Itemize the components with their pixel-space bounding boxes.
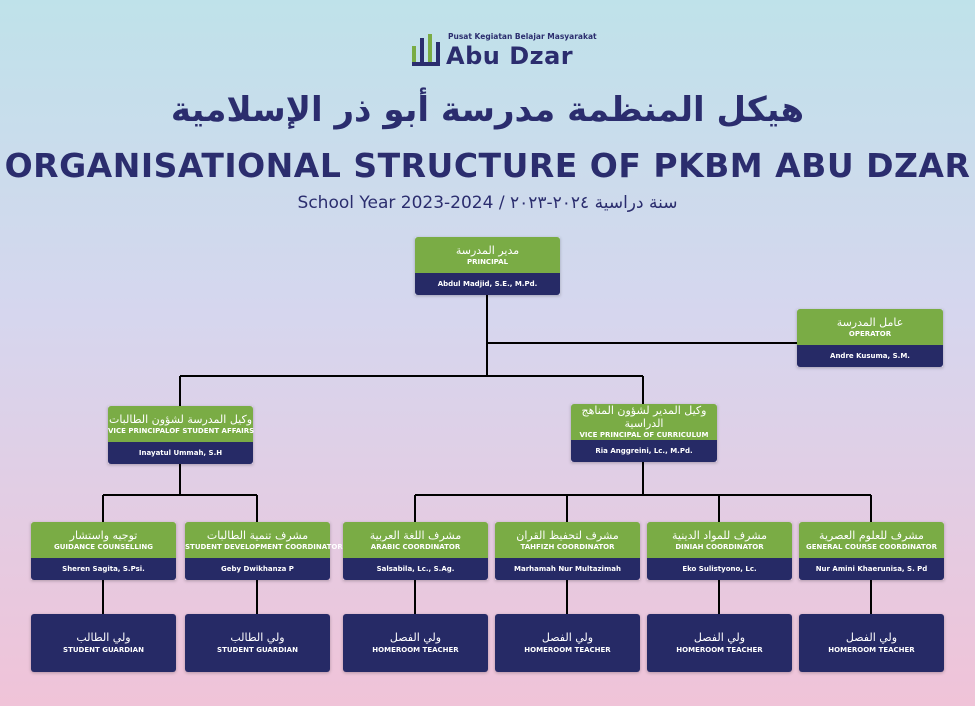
coordinator-role-en: DINIAH COORDINATOR [675, 542, 764, 551]
operator-role-ar: عامل المدرسة [836, 315, 904, 329]
principal-person: Abdul Madjid, S.E., M.Pd. [415, 273, 560, 295]
vp-curriculum-role-ar: وكيل المدير لشؤون المناهج الدراسية [581, 404, 707, 430]
coordinator-role-ar: توجيه واستشار [69, 528, 138, 542]
leaf-box-homeroom-teacher: ولي الفصل HOMEROOM TEACHER [799, 614, 944, 672]
coordinator-person: Geby Dwikhanza P [185, 558, 330, 580]
logo: Pusat Kegiatan Belajar Masyarakat Abu Dz… [410, 30, 597, 74]
vp-student-person: Inayatul Ummah, S.H [108, 442, 253, 464]
coordinator-role: مشرف لتحفيظ القران TAHFIZH COORDINATOR [495, 522, 640, 558]
operator-role: عامل المدرسة OPERATOR [797, 309, 943, 345]
leaf-box-student-guardian: ولي الطالب STUDENT GUARDIAN [185, 614, 330, 672]
coordinator-role-en: STUDENT DEVELOPMENT COORDINATOR [185, 542, 343, 551]
vp-curriculum-role-en: VICE PRINCIPAL OF CURRICULUM [579, 431, 709, 439]
coordinator-role-ar: مشرف تنمية الطالبات [206, 528, 309, 542]
leaf-box-student-guardian: ولي الطالب STUDENT GUARDIAN [31, 614, 176, 672]
coordinator-role: توجيه واستشار GUIDANCE COUNSELLING [31, 522, 176, 558]
coordinator-person: Salsabila, Lc., S.Ag. [343, 558, 488, 580]
coordinator-person: Nur Amini Khaerunisa, S. Pd [799, 558, 944, 580]
coordinator-role-ar: مشرف للعلوم العصرية [819, 528, 924, 542]
leaf-box-homeroom-teacher: ولي الفصل HOMEROOM TEACHER [647, 614, 792, 672]
leaf-label-ar: ولي الطالب [230, 630, 285, 644]
coordinator-role-en: ARABIC COORDINATOR [370, 542, 461, 551]
coordinator-box-general-course: مشرف للعلوم العصرية GENERAL COURSE COORD… [799, 522, 944, 580]
coordinator-role-en: GUIDANCE COUNSELLING [53, 542, 154, 551]
coordinator-role: مشرف تنمية الطالبات STUDENT DEVELOPMENT … [185, 522, 343, 558]
principal-role-ar: مدير المدرسة [455, 243, 520, 257]
operator-box: عامل المدرسة OPERATOR Andre Kusuma, S.M. [797, 309, 943, 367]
operator-person: Andre Kusuma, S.M. [797, 345, 943, 367]
vp-student-box: وكيل المدرسة لشؤون الطالبات VICE PRINCIP… [108, 406, 255, 464]
vp-student-role-en: VICE PRINCIPALOF STUDENT AFFAIRS [108, 426, 255, 435]
leaf-label-en: HOMEROOM TEACHER [524, 645, 611, 654]
principal-box: مدير المدرسة PRINCIPAL Abdul Madjid, S.E… [415, 237, 560, 295]
coordinator-box-arabic: مشرف اللغة العربية ARABIC COORDINATOR Sa… [343, 522, 488, 580]
coordinator-role: مشرف للعلوم العصرية GENERAL COURSE COORD… [799, 522, 944, 558]
logo-tagline: Pusat Kegiatan Belajar Masyarakat [448, 32, 597, 41]
coordinator-box-guidance: توجيه واستشار GUIDANCE COUNSELLING Shere… [31, 522, 176, 580]
logo-name: Abu Dzar [446, 42, 574, 70]
vp-curriculum-box: وكيل المدير لشؤون المناهج الدراسية VICE … [571, 404, 717, 462]
principal-role: مدير المدرسة PRINCIPAL [415, 237, 560, 273]
coordinator-role-ar: مشرف للمواد الدينية [672, 528, 767, 542]
coordinator-person: Eko Sulistyono, Lc. [647, 558, 792, 580]
leaf-label-ar: ولي الطالب [76, 630, 131, 644]
coordinator-person: Marhamah Nur Multazimah [495, 558, 640, 580]
leaf-label-en: HOMEROOM TEACHER [372, 645, 459, 654]
vp-curriculum-role: وكيل المدير لشؤون المناهج الدراسية VICE … [571, 404, 717, 440]
leaf-label-en: HOMEROOM TEACHER [828, 645, 915, 654]
coordinator-role-en: TAHFIZH COORDINATOR [520, 542, 615, 551]
vp-student-role-ar: وكيل المدرسة لشؤون الطالبات [108, 412, 253, 426]
title-english: ORGANISATIONAL STRUCTURE OF PKBM ABU DZA… [4, 146, 971, 185]
leaf-box-homeroom-teacher: ولي الفصل HOMEROOM TEACHER [495, 614, 640, 672]
operator-role-en: OPERATOR [848, 329, 892, 338]
coordinator-person: Sheren Sagita, S.Psi. [31, 558, 176, 580]
leaf-label-en: HOMEROOM TEACHER [676, 645, 763, 654]
leaf-box-homeroom-teacher: ولي الفصل HOMEROOM TEACHER [343, 614, 488, 672]
vp-curriculum-person: Ria Anggreini, Lc., M.Pd. [571, 440, 717, 462]
coordinator-box-diniah: مشرف للمواد الدينية DINIAH COORDINATOR E… [647, 522, 792, 580]
coordinator-role: مشرف للمواد الدينية DINIAH COORDINATOR [647, 522, 792, 558]
coordinator-role: مشرف اللغة العربية ARABIC COORDINATOR [343, 522, 488, 558]
coordinator-role-en: GENERAL COURSE COORDINATOR [806, 542, 937, 551]
coordinator-role-ar: مشرف لتحفيظ القران [516, 528, 619, 542]
leaf-label-en: STUDENT GUARDIAN [63, 645, 144, 654]
leaf-label-ar: ولي الفصل [541, 630, 594, 644]
subtitle: School Year 2023-2024 / سنة دراسية ٢٠٢٤-… [297, 193, 678, 213]
coordinator-role-ar: مشرف اللغة العربية [369, 528, 462, 542]
leaf-label-ar: ولي الفصل [389, 630, 442, 644]
title-arabic: هيكل المنظمة مدرسة أبو ذر الإسلامية [170, 90, 805, 130]
leaf-label-ar: ولي الفصل [845, 630, 898, 644]
coordinator-box-tahfizh: مشرف لتحفيظ القران TAHFIZH COORDINATOR M… [495, 522, 640, 580]
principal-role-en: PRINCIPAL [466, 257, 509, 266]
logo-mark-icon [412, 34, 440, 66]
leaf-label-en: STUDENT GUARDIAN [217, 645, 298, 654]
coordinator-box-student-development: مشرف تنمية الطالبات STUDENT DEVELOPMENT … [185, 522, 343, 580]
vp-student-role: وكيل المدرسة لشؤون الطالبات VICE PRINCIP… [108, 406, 255, 442]
leaf-label-ar: ولي الفصل [693, 630, 746, 644]
